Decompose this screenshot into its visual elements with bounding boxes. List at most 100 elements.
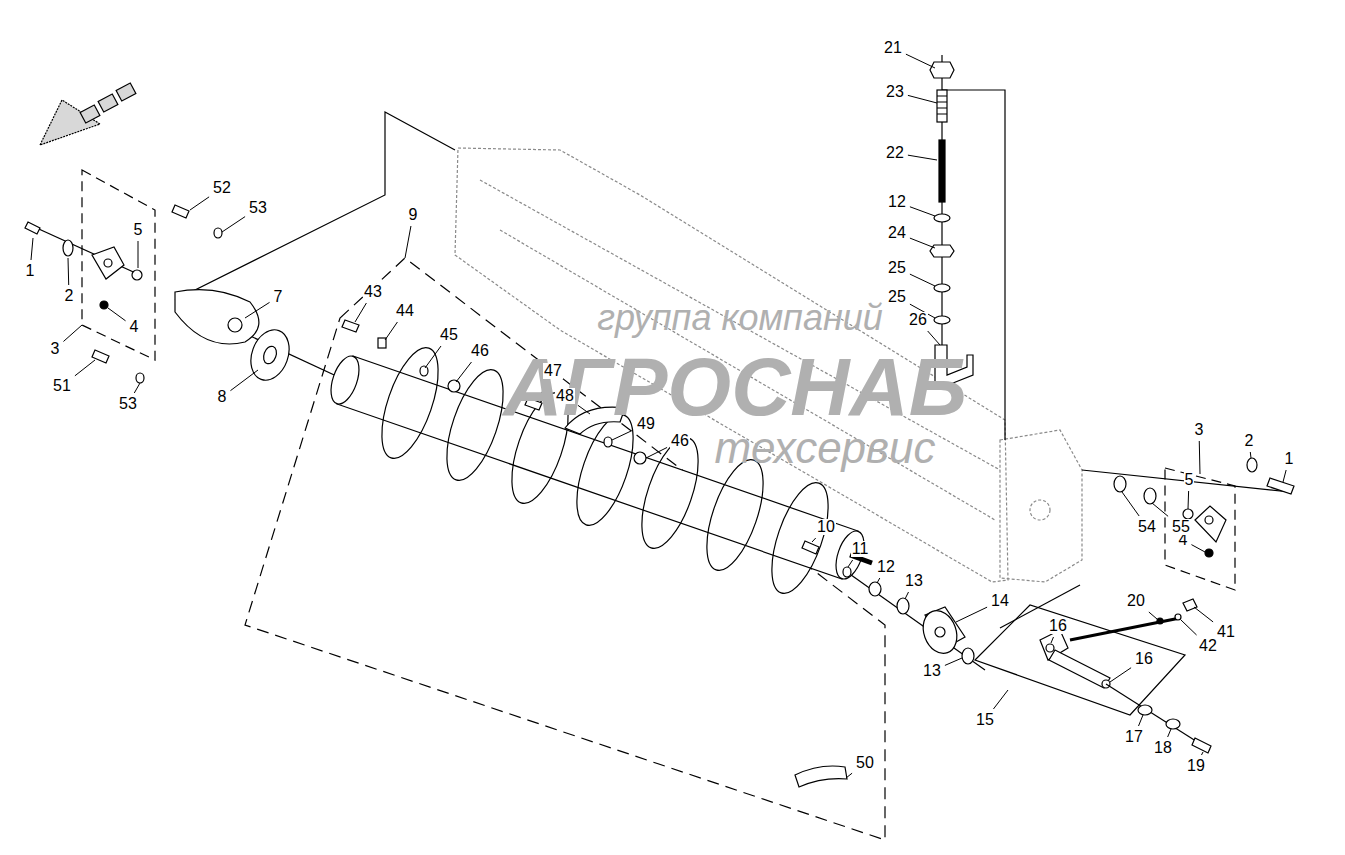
leader-line (230, 370, 258, 391)
leader-line (1202, 752, 1204, 755)
leader-line (222, 217, 245, 232)
leader-line (993, 690, 1008, 709)
callout-number: 51 (52, 378, 72, 394)
leader-line (1194, 607, 1213, 622)
callout-number: 2 (64, 288, 75, 304)
callout-number: 48 (555, 388, 575, 404)
callout-number: 3 (50, 341, 61, 357)
callout-number: 49 (636, 416, 656, 432)
leader-line (646, 447, 667, 458)
leader-line (68, 258, 70, 285)
callout-number: 22 (885, 145, 905, 161)
watermark-text: АГРОСНАБ (503, 346, 967, 428)
leader-line (1168, 729, 1171, 737)
callout-number: 52 (212, 180, 232, 196)
callout-number: 25 (887, 260, 907, 276)
callout-number: 46 (670, 433, 690, 449)
watermark-text: группа компаний (597, 300, 883, 336)
callout-number: 13 (922, 663, 942, 679)
leader-lines (31, 54, 1286, 778)
callout-number: 50 (855, 755, 875, 771)
callout-number: 13 (904, 573, 924, 589)
leader-line (138, 241, 139, 268)
callout-number: 16 (1048, 618, 1068, 634)
illustration (25, 55, 1294, 840)
callout-number: 24 (887, 225, 907, 241)
leader-line (108, 308, 126, 321)
callout-number: 45 (439, 327, 459, 343)
callout-number: 10 (816, 519, 836, 535)
leader-line (1199, 441, 1201, 474)
callout-number: 3 (1194, 422, 1205, 438)
callout-number: 53 (118, 396, 138, 412)
callout-number: 2 (1244, 433, 1255, 449)
callout-number: 5 (133, 222, 144, 238)
leader-line (1149, 612, 1157, 619)
callout-number: 12 (876, 559, 896, 575)
leader-line (75, 360, 95, 376)
leader-line (1122, 492, 1139, 516)
leader-line (456, 362, 471, 382)
callout-number: 11 (851, 541, 870, 557)
leader-line (908, 95, 937, 103)
leader-line (385, 322, 397, 340)
leader-line (405, 226, 411, 258)
leader-line (425, 346, 441, 368)
callout-number: 54 (1137, 519, 1157, 535)
leader-line (1051, 637, 1053, 643)
callout-number: 23 (885, 84, 905, 100)
callout-number: 4 (129, 319, 140, 335)
callout-number: 1 (25, 263, 36, 279)
callout-number: 21 (883, 40, 903, 56)
callout-number: 1 (1284, 451, 1295, 467)
leader-line (1191, 545, 1205, 552)
callout-number: 17 (1124, 729, 1144, 745)
callout-number: 26 (908, 312, 928, 328)
callout-number: 44 (395, 303, 415, 319)
leader-line (906, 54, 935, 68)
leader-line (812, 538, 816, 542)
leader-line (910, 274, 935, 286)
callout-number: 42 (1198, 638, 1218, 654)
callout-number: 8 (217, 389, 228, 405)
callout-number: 16 (1134, 651, 1154, 667)
callout-number: 47 (543, 363, 563, 379)
leader-line (355, 303, 366, 322)
leader-line (905, 592, 909, 599)
callout-number: 53 (248, 200, 268, 216)
leader-line (910, 238, 935, 248)
leader-line (910, 207, 935, 216)
leader-line (956, 607, 987, 622)
callout-number: 5 (1184, 472, 1195, 488)
callout-number: 20 (1126, 593, 1146, 609)
callout-number: 19 (1186, 758, 1206, 774)
callout-number: 25 (887, 289, 907, 305)
leader-line (1283, 470, 1286, 482)
leader-line (1188, 491, 1190, 509)
callout-number: 18 (1153, 740, 1173, 756)
callout-number: 55 (1171, 519, 1191, 535)
leader-line (928, 331, 940, 345)
leader-line (908, 155, 937, 160)
leader-line (612, 430, 633, 440)
leader-line (848, 560, 853, 567)
leader-line (31, 238, 33, 260)
leader-line (1139, 715, 1144, 726)
callout-number: 46 (470, 343, 490, 359)
callout-number: 12 (887, 194, 907, 210)
leader-line (877, 578, 880, 583)
leader-line (1152, 503, 1168, 516)
callout-number: 41 (1216, 624, 1236, 640)
leader-line (1181, 620, 1197, 635)
callout-number: 7 (273, 289, 284, 305)
leader-line (245, 302, 270, 318)
leader-line (846, 773, 852, 778)
leader-line (1110, 668, 1131, 682)
watermark-text: техсервис (714, 426, 935, 470)
callout-number: 9 (408, 207, 419, 223)
callout-number: 14 (990, 593, 1010, 609)
callout-number: 43 (363, 284, 383, 300)
callout-number: 15 (975, 712, 995, 728)
leader-line (134, 383, 140, 393)
leader-line (63, 325, 82, 341)
